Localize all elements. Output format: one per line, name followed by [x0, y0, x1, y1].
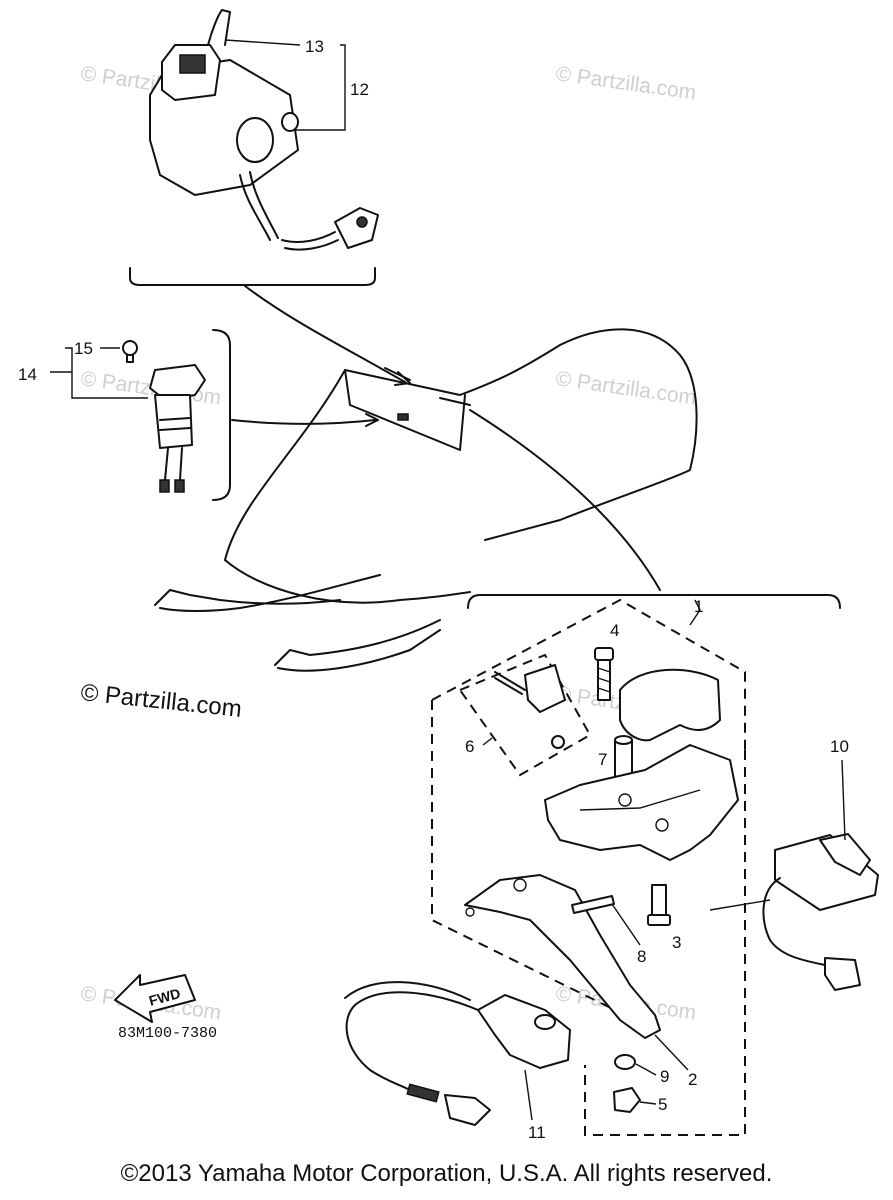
watermark-2: © Partzilla.com	[554, 62, 697, 104]
switch-bracket	[212, 329, 231, 501]
callout-5: 5	[658, 1095, 667, 1114]
callout-12: 12	[350, 80, 369, 99]
heater-connector	[334, 207, 379, 249]
lever-leader-curve	[469, 409, 661, 591]
watermark-4: © Partzilla.com	[554, 367, 697, 409]
callout-13: 13	[305, 37, 324, 56]
washer-6	[551, 735, 565, 749]
heater-cap-top	[179, 54, 206, 74]
callout-11: 11	[528, 1123, 546, 1142]
callout-14: 14	[18, 365, 37, 384]
windshield	[344, 369, 466, 451]
assembly-box-right	[584, 750, 746, 1136]
subassembly-box	[458, 653, 592, 777]
callout-9: 9	[660, 1067, 669, 1086]
relay-10-plug	[824, 957, 861, 991]
assembly-box-top	[431, 598, 746, 750]
lever-cover	[619, 668, 721, 742]
switch-body	[154, 394, 193, 449]
switch-11-wire	[345, 991, 479, 1091]
switch-terminal-1	[159, 479, 170, 493]
heater-stud	[281, 112, 299, 132]
callout-10: 10	[830, 737, 849, 756]
switch-terminal-2	[174, 479, 185, 493]
switch-part-6	[524, 664, 566, 713]
switch-11-plug	[444, 1094, 491, 1126]
relay-10-wire	[762, 877, 826, 966]
switch-knob	[149, 364, 206, 401]
diagram-code: 83M100-7380	[118, 1025, 217, 1042]
callout-1: 1	[694, 597, 703, 616]
assembly-box-left	[431, 700, 616, 1011]
switch-assembly	[122, 340, 206, 493]
snowmobile-silhouette	[154, 328, 698, 672]
callout-6: 6	[465, 737, 474, 756]
brake-lever	[464, 874, 661, 1039]
nut-5	[613, 1087, 641, 1113]
callout-4: 4	[610, 621, 619, 640]
fwd-label: FWD	[147, 985, 182, 1009]
callout-15: 15	[74, 339, 93, 358]
watermark-prominent: © Partzilla.com	[79, 679, 243, 723]
bolt-3	[651, 884, 667, 916]
bulb	[122, 340, 138, 356]
callout-3: 3	[672, 933, 681, 952]
heater-wire	[239, 174, 271, 241]
pin-8	[571, 895, 615, 914]
lever-bracket-casting	[544, 744, 739, 861]
washer-9	[614, 1054, 636, 1070]
lever-bracket	[467, 594, 841, 609]
callout-2: 2	[688, 1070, 697, 1089]
copyright-footer: ©2013 Yamaha Motor Corporation, U.S.A. A…	[120, 1160, 773, 1187]
heater-knob	[236, 117, 274, 163]
callout-8: 8	[637, 947, 646, 966]
heater-unit-assembly	[149, 9, 379, 251]
callout-7: 7	[598, 750, 607, 769]
stop-switch-11	[477, 994, 571, 1069]
forward-arrow-icon: FWD	[114, 974, 196, 1023]
heater-fin	[207, 9, 231, 46]
heater-bracket	[129, 267, 376, 286]
heater-leader-curve	[244, 285, 406, 383]
bolt-4-head	[594, 647, 614, 661]
